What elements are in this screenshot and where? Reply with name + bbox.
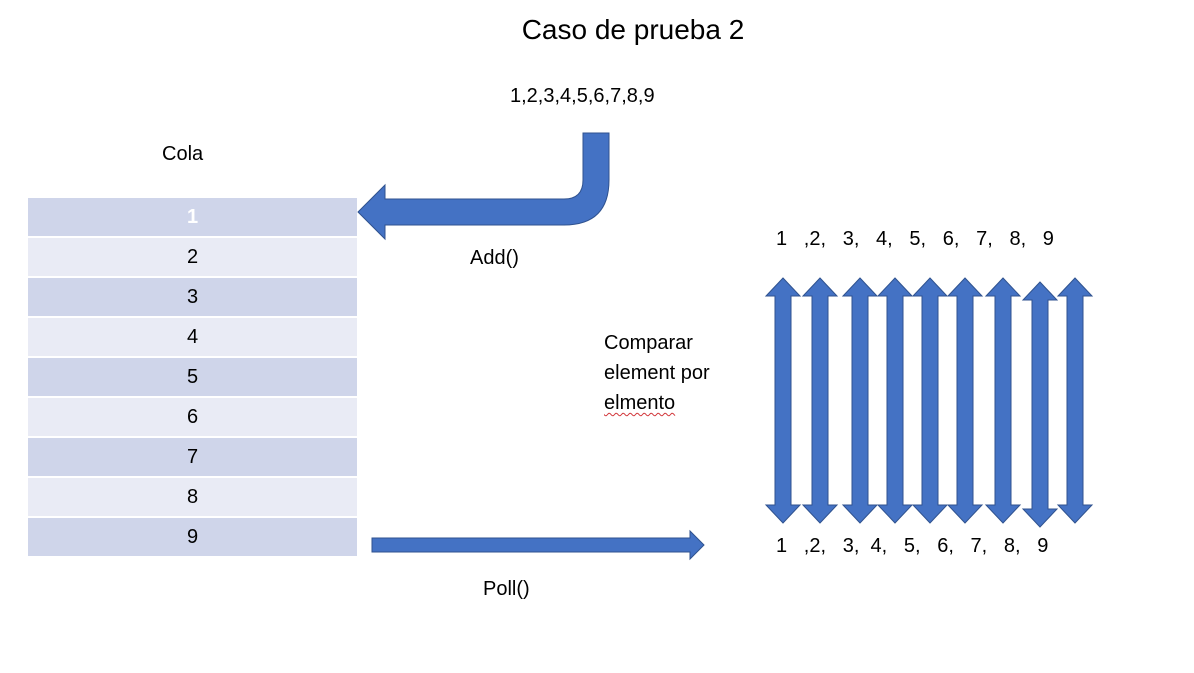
queue-row-9: 9 [28, 518, 357, 556]
queue-row-7: 7 [28, 438, 357, 476]
queue-row-5: 5 [28, 358, 357, 396]
queue-row-3: 3 [28, 278, 357, 316]
compare-arrow-5 [911, 277, 949, 524]
queue-row-1: 1 [28, 198, 357, 236]
compare-arrow-6 [946, 277, 984, 524]
compare-text-line1: Comparar [604, 332, 693, 354]
compare-arrow-7 [984, 277, 1022, 524]
compare-arrow-4 [876, 277, 914, 524]
add-label: Add() [470, 247, 519, 269]
queue-label: Cola [162, 143, 204, 165]
compare-arrow-8 [1021, 281, 1059, 528]
queue-row-4: 4 [28, 318, 357, 356]
add-arrow [357, 132, 610, 241]
compare-text-line3: elmento [604, 392, 676, 414]
diagram-title: Caso de prueba 2 [521, 14, 745, 45]
top-sequence: 1 ,2, 3, 4, 5, 6, 7, 8, 9 [776, 228, 1054, 250]
input-sequence: 1,2,3,4,5,6,7,8,9 [510, 85, 655, 107]
compare-arrow-3 [841, 277, 879, 524]
queue-row-8: 8 [28, 478, 357, 516]
compare-text: Comparar element por elmento [604, 328, 764, 418]
compare-arrow-1 [764, 277, 802, 524]
queue-table: 1 2 3 4 5 6 7 8 9 [28, 198, 357, 558]
compare-arrow-9 [1056, 277, 1094, 524]
compare-text-line2: element por [604, 362, 710, 384]
queue-row-2: 2 [28, 238, 357, 276]
compare-arrow-2 [801, 277, 839, 524]
bottom-sequence: 1 ,2, 3, 4, 5, 6, 7, 8, 9 [776, 535, 1049, 557]
queue-row-6: 6 [28, 398, 357, 436]
poll-label: Poll() [483, 578, 530, 600]
poll-arrow [371, 529, 705, 561]
compare-arrows [764, 277, 1094, 528]
